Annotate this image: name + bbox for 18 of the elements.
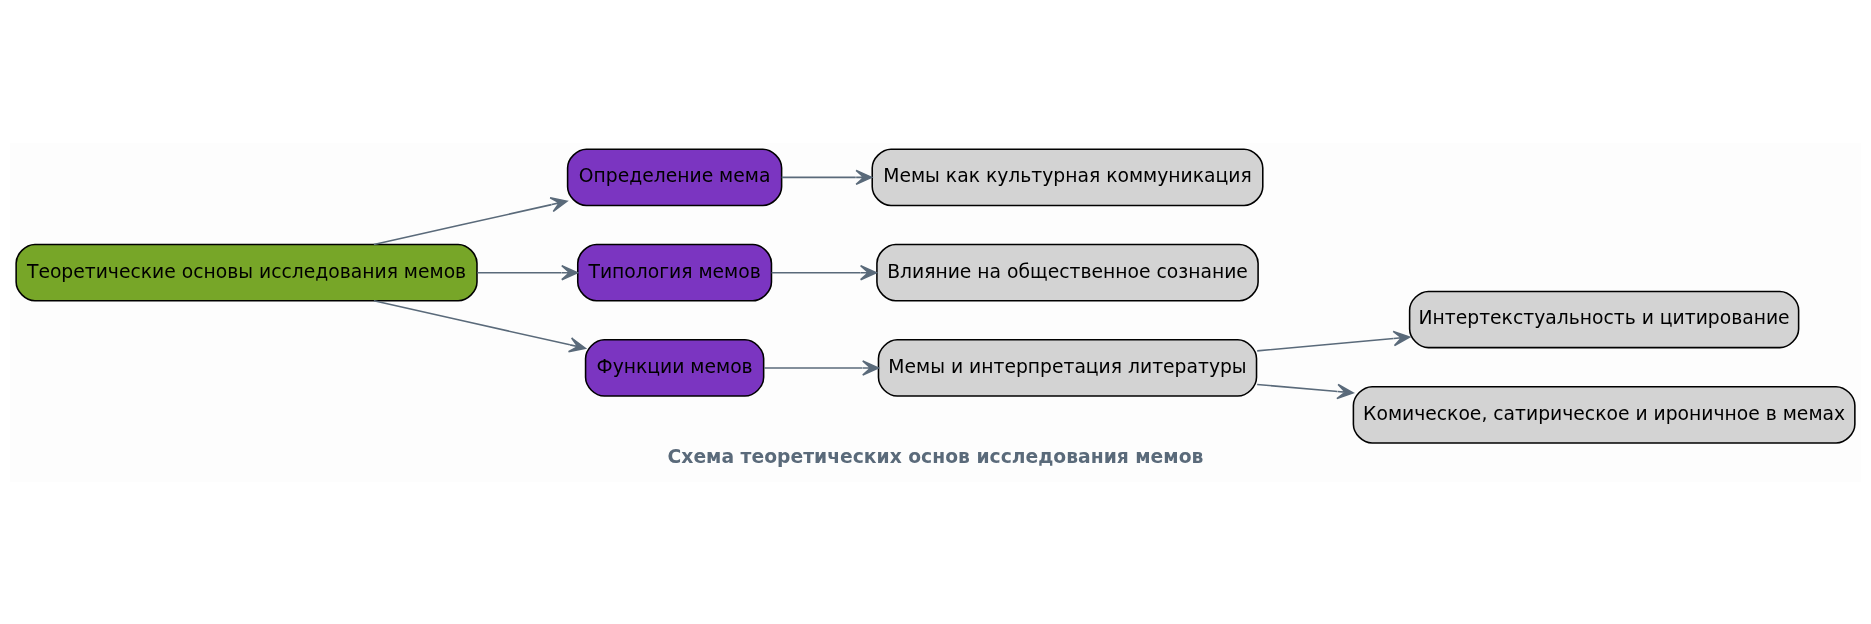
arrow — [763, 359, 880, 376]
arrow — [1256, 330, 1411, 352]
node-box: Комическое, сатирическое и ироничное в мемах — [1352, 385, 1856, 444]
node-box: Определение мема — [566, 147, 783, 206]
node-box: Влияние на общественное сознание — [876, 243, 1259, 302]
arrow — [373, 196, 568, 245]
arrow — [476, 264, 579, 280]
node-box: Мемы как культурная коммуникация — [871, 147, 1264, 206]
arrow — [373, 299, 587, 352]
arrow — [770, 264, 878, 280]
node-box: Интертекстуальность и цитирование — [1408, 290, 1800, 348]
arrow — [1256, 383, 1354, 399]
node-box: Мемы и интерпретация литературы — [877, 338, 1258, 397]
node-box: Функции мемов — [584, 338, 765, 397]
diagram-title: Схема теоретических основ исследования мемов — [667, 445, 1204, 467]
node-box: Теоретические основы исследования мемов — [15, 243, 478, 302]
arrow — [780, 169, 873, 185]
node-box: Типология мемов — [576, 243, 773, 302]
